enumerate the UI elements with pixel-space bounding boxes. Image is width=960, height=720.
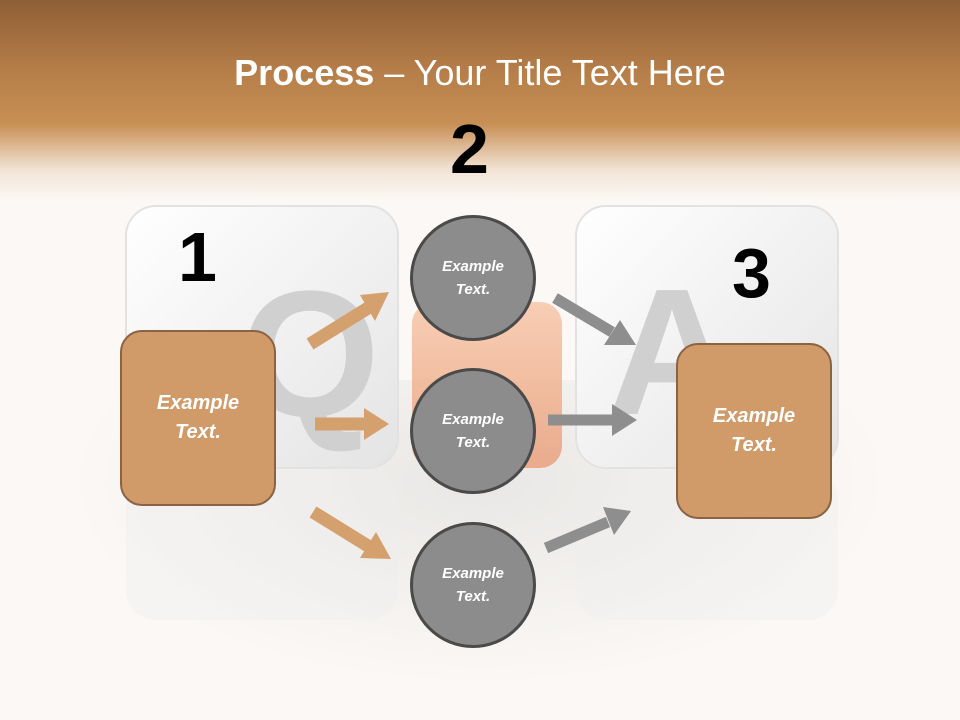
orange-arrow-down (309, 506, 391, 559)
circle-bottom-line2: Text. (455, 588, 491, 605)
right-text-box: Example Text. (676, 343, 832, 519)
circle-middle-line2: Text. (455, 434, 491, 451)
orange-arrow-middle (315, 408, 389, 440)
right-box-line1: Example (712, 405, 796, 427)
slide-title: Process – Your Title Text Here (0, 52, 960, 94)
gray-arrow-up (543, 507, 631, 554)
title-rest: – Your Title Text Here (374, 52, 726, 93)
step-number-1: 1 (178, 218, 217, 296)
circle-top-line1: Example (442, 258, 504, 275)
left-text-box: Example Text. (120, 330, 276, 506)
circle-bottom: Example Text. (410, 522, 536, 648)
circle-middle: Example Text. (410, 368, 536, 494)
gray-arrow-down (552, 293, 636, 345)
circle-top-line2: Text. (455, 281, 491, 298)
right-box-line2: Text. (731, 434, 777, 456)
circle-middle-line1: Example (442, 411, 504, 428)
circle-bottom-line1: Example (442, 565, 504, 582)
header-band (0, 0, 960, 200)
left-box-line1: Example (156, 392, 240, 414)
circle-top: Example Text. (410, 215, 536, 341)
orange-arrow-up (306, 292, 389, 350)
left-box-line2: Text. (175, 421, 221, 443)
step-number-3: 3 (732, 234, 771, 312)
title-bold: Process (234, 52, 375, 93)
gray-arrow-middle (548, 404, 637, 436)
step-number-2: 2 (450, 110, 489, 188)
